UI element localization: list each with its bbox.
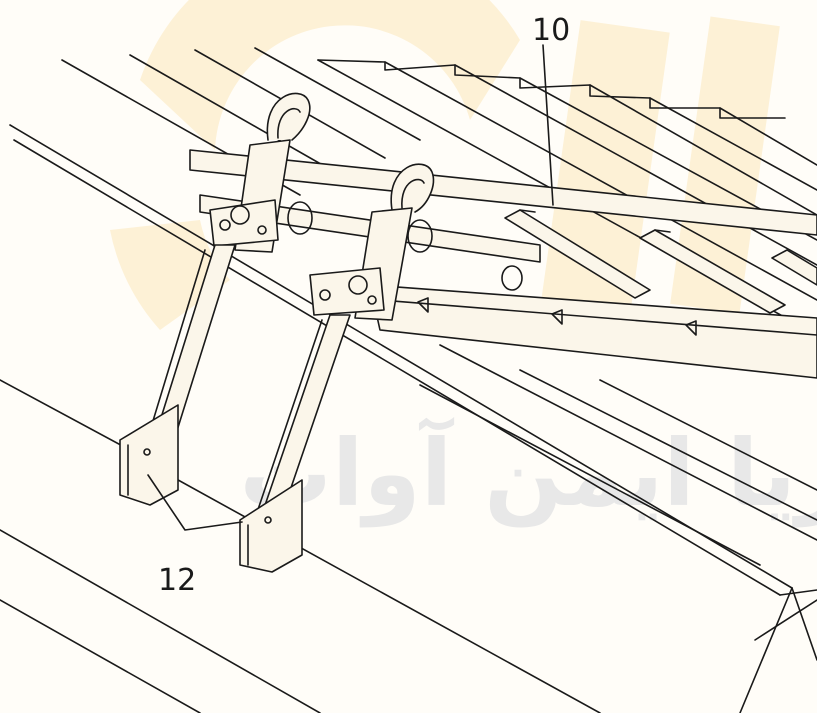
roof-hook-right (239, 163, 435, 573)
tile-step-edges (317, 59, 786, 119)
watermark-text: آریا ایمن آوات (240, 417, 817, 528)
ladder-upper-rail (189, 149, 817, 236)
roof-tile-lines-lower (0, 344, 817, 713)
ladder-rungs (504, 209, 817, 314)
callout-leaders (147, 44, 554, 531)
roof-hook-left (119, 92, 311, 506)
callout-label-10: 10 (532, 13, 570, 48)
callout-label-12: 12 (158, 563, 196, 598)
roof-edge-lines (9, 124, 817, 713)
